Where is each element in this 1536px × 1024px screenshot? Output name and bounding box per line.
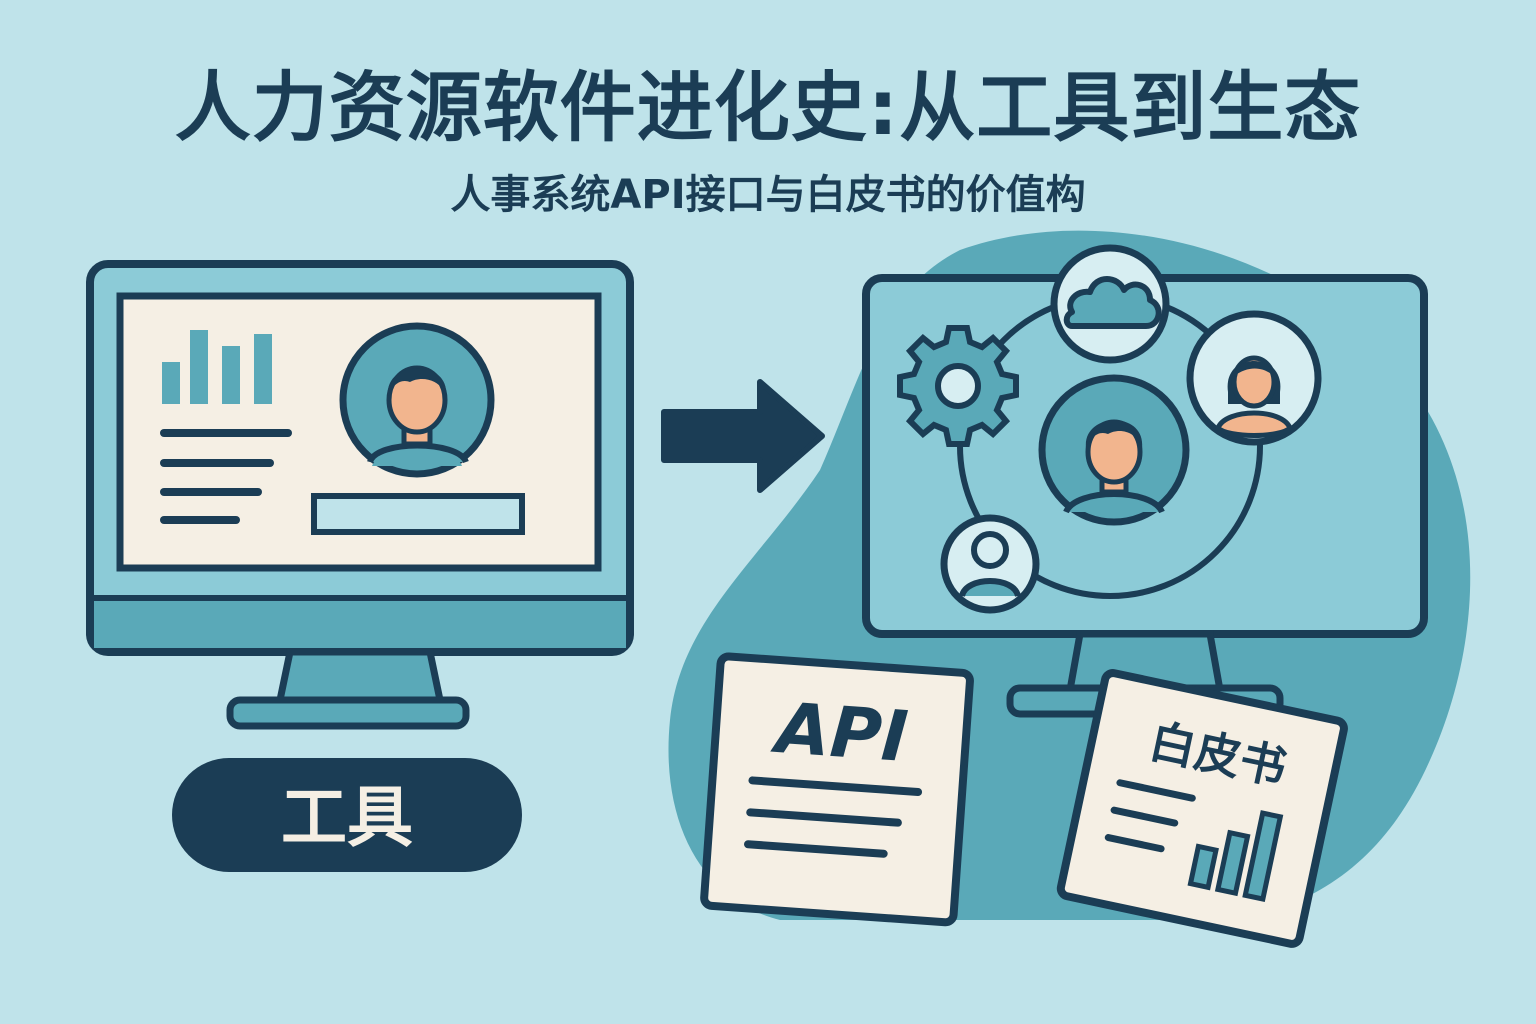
page-subtitle: 人事系统API接口与白皮书的价值构 bbox=[450, 172, 1086, 218]
tool-badge: 工具 bbox=[172, 758, 522, 872]
whitepaper-bar-chart-icon bbox=[1187, 810, 1284, 902]
cloud-icon bbox=[1050, 244, 1170, 364]
gear-icon bbox=[897, 325, 1019, 447]
user-icon bbox=[940, 514, 1040, 614]
input-field-icon bbox=[311, 493, 525, 535]
api-document: API bbox=[700, 652, 974, 927]
avatar-icon bbox=[339, 322, 495, 478]
arrow-right-icon bbox=[661, 379, 825, 493]
female-avatar-icon bbox=[1186, 310, 1322, 446]
whitepaper-document: 白皮书 bbox=[1056, 669, 1348, 948]
tool-badge-label: 工具 bbox=[281, 779, 413, 856]
central-avatar-icon bbox=[1038, 374, 1190, 526]
page-title: 人力资源软件进化史:从工具到生态 bbox=[174, 63, 1362, 152]
api-document-label: API bbox=[769, 687, 911, 778]
text-lines-icon bbox=[160, 429, 292, 524]
bar-chart-icon bbox=[162, 330, 272, 404]
